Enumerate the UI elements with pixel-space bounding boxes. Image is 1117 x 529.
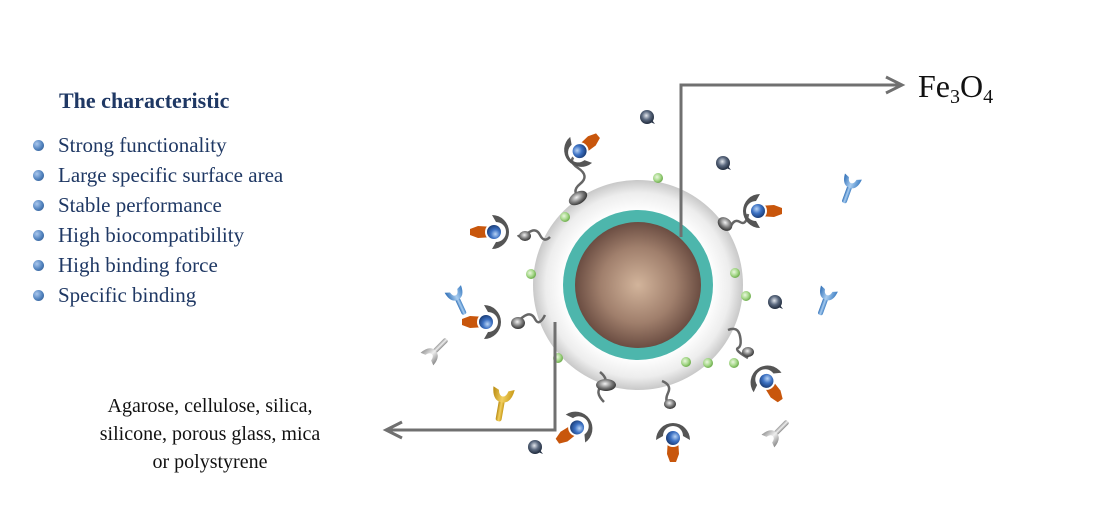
- fe3o4-core: [575, 222, 701, 348]
- support-material-label: Agarose, cellulose, silica, silicone, po…: [60, 392, 360, 476]
- bullet-icon: [33, 229, 44, 241]
- list-item: Strong functionality: [33, 130, 283, 160]
- bullet-icon: [33, 139, 44, 151]
- list-item: High binding force: [33, 250, 283, 280]
- list-item: Stable performance: [33, 190, 283, 220]
- characteristic-label: Strong functionality: [58, 133, 227, 157]
- ligand-right-upper: [717, 194, 782, 231]
- support-label-line: silicone, porous glass, mica: [99, 423, 321, 445]
- characteristic-label: High binding force: [58, 253, 218, 277]
- ligand-right-lower: [727, 327, 795, 411]
- antibody-gold: [487, 386, 515, 424]
- support-label-line: or polystyrene: [152, 451, 268, 473]
- o-symbol: O: [960, 68, 984, 104]
- fe-symbol: Fe: [918, 68, 950, 104]
- characteristics-title: The characteristic: [59, 88, 230, 113]
- bullet-icon: [33, 259, 44, 271]
- surface-groups: [526, 173, 751, 368]
- list-item: Specific binding: [33, 280, 283, 310]
- o-subscript: 4: [983, 86, 994, 108]
- core-material-label: Fe3O4: [918, 68, 993, 109]
- antibody-gray-2: [761, 414, 795, 448]
- antibody-blue-1: [835, 173, 862, 206]
- characteristic-label: High biocompatibility: [58, 223, 245, 247]
- bullet-icon: [33, 289, 44, 301]
- ligand-top-left: [557, 122, 609, 206]
- characteristic-label: Stable performance: [58, 193, 222, 217]
- antibody-blue-3: [444, 285, 473, 319]
- ligand-left-lower: [462, 305, 547, 339]
- support-label-line: Agarose, cellulose, silica,: [107, 395, 313, 417]
- fe-subscript: 3: [950, 86, 960, 108]
- core-arrow: [679, 75, 906, 237]
- characteristic-label: Large specific surface area: [58, 163, 284, 187]
- ligand-left-upper: [470, 215, 551, 249]
- coating-arrow: [382, 322, 557, 440]
- characteristics-list: Strong functionality Large specific surf…: [33, 130, 283, 310]
- antibody-gray-1: [420, 332, 454, 366]
- bullet-icon: [33, 199, 44, 211]
- list-item: Large specific surface area: [33, 160, 283, 190]
- characteristic-label: Specific binding: [58, 283, 197, 307]
- bullet-icon: [33, 169, 44, 181]
- antibody-blue-2: [811, 285, 838, 318]
- magnetic-bead: [533, 180, 743, 390]
- list-item: High biocompatibility: [33, 220, 283, 250]
- ligand-bottom-right: [656, 379, 690, 462]
- ligand-bottom-left: [547, 371, 616, 456]
